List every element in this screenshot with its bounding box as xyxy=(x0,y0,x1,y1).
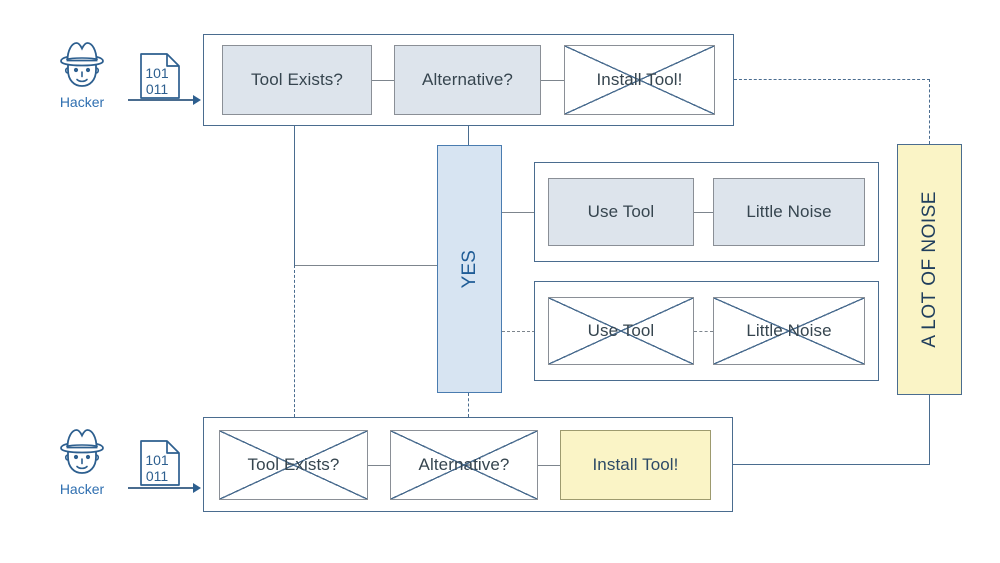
top-left-branch-line xyxy=(294,126,296,266)
bottom-step-install-tool-label: Install Tool! xyxy=(592,455,679,474)
top-doc-line-1: 101 xyxy=(145,65,169,81)
top-step-tool-exists-label: Tool Exists? xyxy=(251,70,343,89)
upper-little-noise-label: Little Noise xyxy=(746,202,832,221)
top-step-alternative-label: Alternative? xyxy=(422,70,513,89)
yes-to-upper-group-line xyxy=(502,212,535,214)
upper-use-tool-label: Use Tool xyxy=(587,202,655,221)
top-center-to-yes-line xyxy=(468,126,470,145)
top-hacker-label: Hacker xyxy=(59,94,105,110)
bottom-doc-line-2: 011 xyxy=(145,468,169,484)
top-hacker-arrow-head xyxy=(193,95,201,105)
bottom-step-install-tool[interactable]: Install Tool! xyxy=(560,430,711,500)
binary-document-icon xyxy=(140,53,180,99)
upper-use-tool[interactable]: Use Tool xyxy=(548,178,694,246)
hacker-fedora-icon xyxy=(60,42,104,87)
yes-to-bottom-dashed xyxy=(468,393,469,417)
upper-little-noise[interactable]: Little Noise xyxy=(713,178,865,246)
bottom-connector-1 xyxy=(368,465,390,467)
bottom-hacker-actor: Hacker xyxy=(44,425,120,503)
left-branch-to-yes xyxy=(294,265,438,267)
top-step-install-tool-label: Install Tool! xyxy=(596,70,683,89)
lower-little-noise-label: Little Noise xyxy=(746,321,832,340)
top-step-alternative[interactable]: Alternative? xyxy=(394,45,541,115)
bottom-binary-document: 101 011 xyxy=(139,439,181,487)
bottom-hacker-arrow-head xyxy=(193,483,201,493)
top-connector-1 xyxy=(372,80,394,82)
hacker-fedora-icon xyxy=(60,429,104,474)
yes-decision-label: YES xyxy=(458,249,480,289)
top-to-noise-dashed-v xyxy=(929,79,930,144)
lower-use-tool-label: Use Tool xyxy=(587,321,655,340)
noise-to-bottom-line-h xyxy=(733,464,930,466)
top-connector-2 xyxy=(541,80,564,82)
lower-little-noise[interactable]: Little Noise xyxy=(713,297,865,365)
bottom-hacker-arrow-line xyxy=(128,487,194,489)
binary-document-icon xyxy=(140,440,180,486)
bottom-step-alternative[interactable]: Alternative? xyxy=(390,430,538,500)
bottom-doc-line-1: 101 xyxy=(145,452,169,468)
noise-to-bottom-line-v xyxy=(929,395,931,465)
top-doc-line-2: 011 xyxy=(145,81,169,97)
top-step-tool-exists[interactable]: Tool Exists? xyxy=(222,45,372,115)
top-hacker-arrow-line xyxy=(128,99,194,101)
upper-group-connector xyxy=(694,212,713,214)
top-step-install-tool[interactable]: Install Tool! xyxy=(564,45,715,115)
a-lot-of-noise-label: A LOT OF NOISE xyxy=(918,191,940,348)
top-hacker-actor: Hacker xyxy=(44,38,120,116)
bottom-connector-2 xyxy=(538,465,560,467)
bottom-step-alternative-label: Alternative? xyxy=(418,455,510,474)
lower-use-tool[interactable]: Use Tool xyxy=(548,297,694,365)
a-lot-of-noise-box[interactable]: A LOT OF NOISE xyxy=(897,144,962,395)
lower-group-connector-dashed xyxy=(694,331,713,332)
top-to-noise-dashed-h xyxy=(734,79,930,80)
yes-decision-box[interactable]: YES xyxy=(437,145,502,393)
left-branch-dashed-down xyxy=(294,265,295,417)
top-binary-document: 101 011 xyxy=(139,52,181,100)
bottom-step-tool-exists-label: Tool Exists? xyxy=(247,455,340,474)
yes-to-lower-group-dashed xyxy=(502,331,535,332)
bottom-hacker-label: Hacker xyxy=(59,481,105,497)
bottom-step-tool-exists[interactable]: Tool Exists? xyxy=(219,430,368,500)
